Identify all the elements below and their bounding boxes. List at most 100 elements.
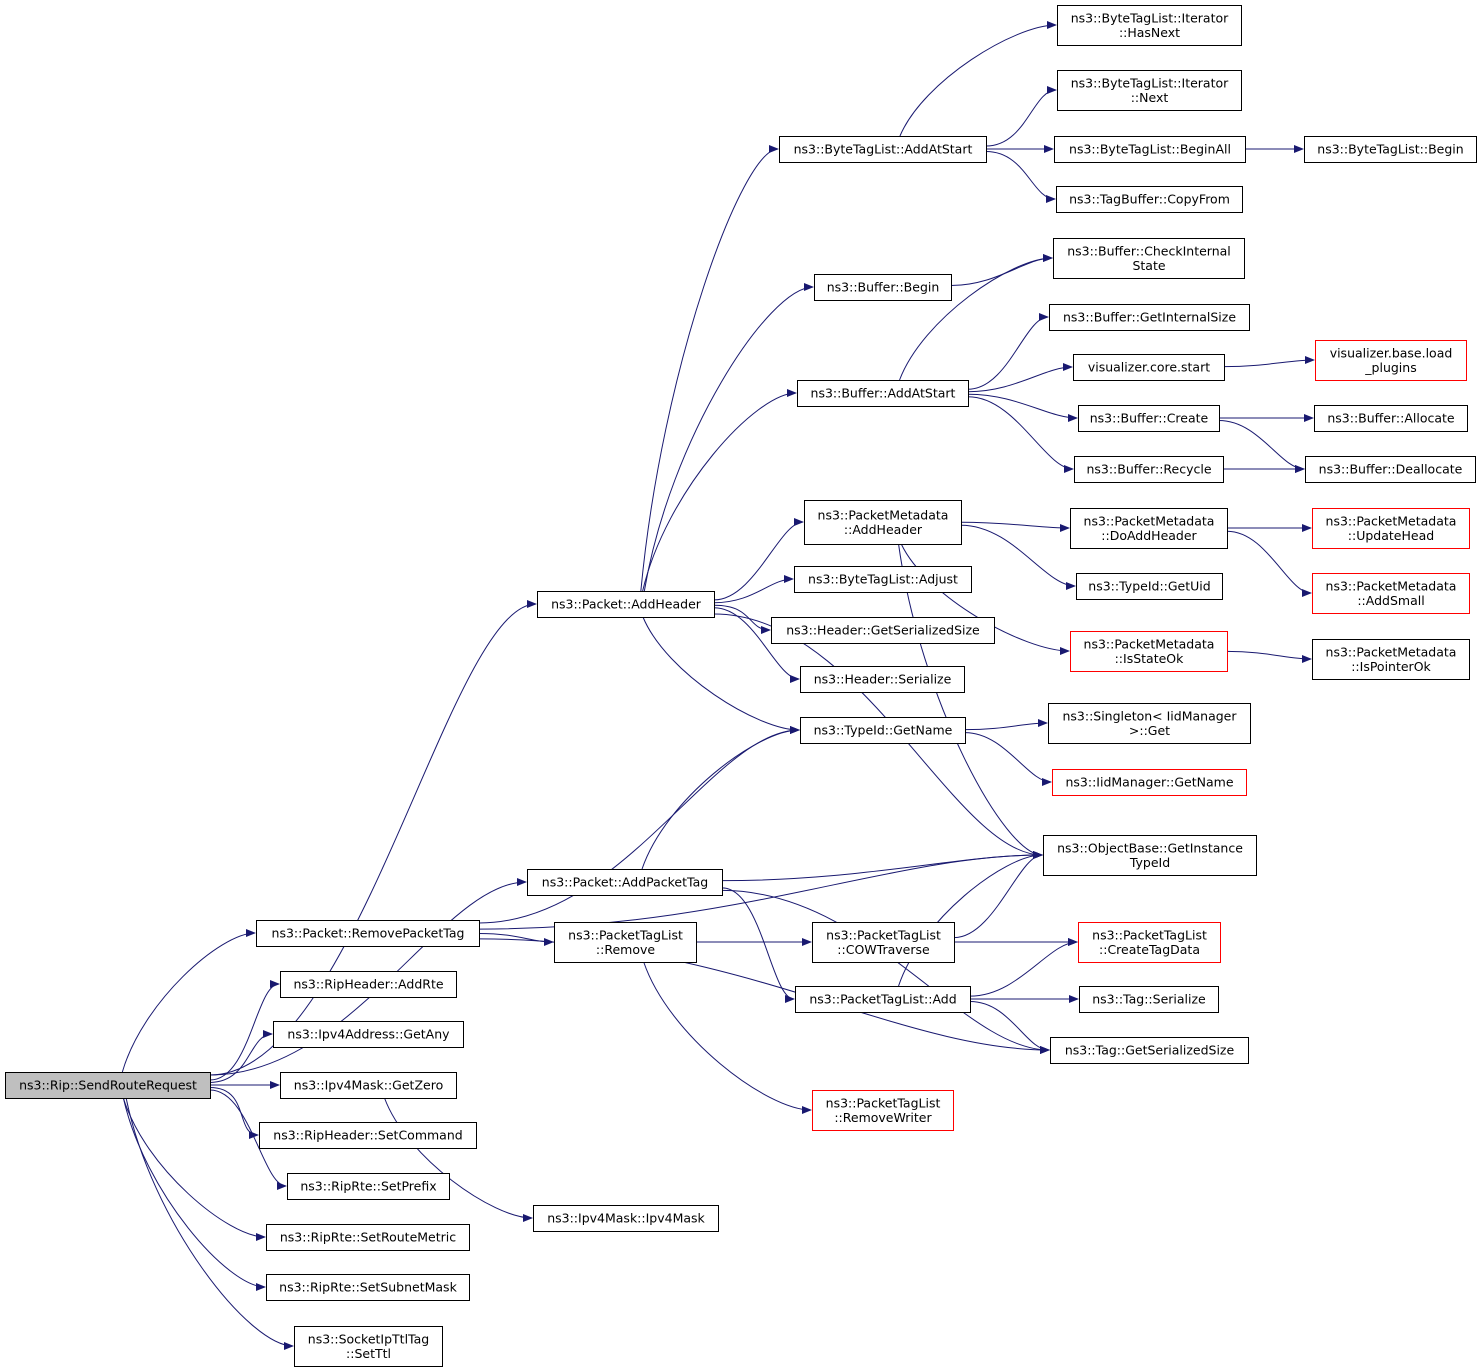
edge [121,929,256,1073]
edge [478,726,800,924]
node-bytetaglist-begin[interactable]: ns3::ByteTagList::Begin [1304,136,1477,163]
node-header-getserializedsize[interactable]: ns3::Header::GetSerializedSize [771,617,995,644]
node-packetmetadata-addsmall[interactable]: ns3::PacketMetadata::AddSmall [1312,573,1470,614]
node-label: ns3::PacketMetadata [1326,513,1457,528]
node-label: ns3::PacketTagList [568,927,683,942]
node-visualizer-core-start[interactable]: visualizer.core.start [1073,354,1225,381]
node-ipv4address-getany[interactable]: ns3::Ipv4Address::GetAny [273,1021,464,1048]
node-label: ns3::Buffer::Recycle [1086,462,1211,477]
node-packetmetadata-ispointerok[interactable]: ns3::PacketMetadata::IsPointerOk [1312,639,1470,680]
node-ripheader-setcommand[interactable]: ns3::RipHeader::SetCommand [259,1122,477,1149]
node-box [1043,835,1257,876]
node-label: ns3::Packet::AddPacketTag [542,875,708,890]
node-label: ::HasNext [1119,25,1180,40]
node-box [1312,573,1470,614]
node-ipv4mask-ipv4mask[interactable]: ns3::Ipv4Mask::Ipv4Mask [533,1205,719,1232]
edge-packet-addheader-to-buffer-addatstart [642,389,797,592]
edge [1226,650,1312,663]
edge [713,518,804,601]
node-buffer-deallocate[interactable]: ns3::Buffer::Deallocate [1305,456,1476,483]
node-riprte-setprefix[interactable]: ns3::RipRte::SetPrefix [287,1173,450,1200]
call-edges [121,21,1315,1350]
node-buffer-addatstart[interactable]: ns3::Buffer::AddAtStart [797,380,969,407]
edge [950,254,1053,287]
edge [384,1097,533,1222]
node-buffer-begin[interactable]: ns3::Buffer::Begin [814,274,952,301]
node-buffer-recycle[interactable]: ns3::Buffer::Recycle [1074,456,1224,483]
edge-packetmetadata-addheader-to-packetmetadata-doaddheader [960,521,1070,532]
edge-packet-addheader-to-buffer-begin [643,283,814,592]
node-typeid-getname[interactable]: ns3::TypeId::GetName [800,717,966,744]
node-packetmetadata-doaddheader[interactable]: ns3::PacketMetadata::DoAddHeader [1070,508,1228,549]
edge [969,1001,1050,1054]
node-tag-getserializedsize[interactable]: ns3::Tag::GetSerializedSize [1050,1037,1249,1064]
node-box [1053,238,1245,279]
node-packetmetadata-updatehead[interactable]: ns3::PacketMetadata::UpdateHead [1312,508,1470,549]
node-tagbuffer-copyfrom[interactable]: ns3::TagBuffer::CopyFrom [1056,186,1243,213]
node-singleton-get[interactable]: ns3::Singleton< IidManager>::Get [1048,703,1251,744]
node-iterator-next[interactable]: ns3::ByteTagList::Iterator::Next [1057,70,1242,111]
node-tag-serialize[interactable]: ns3::Tag::Serialize [1079,986,1219,1013]
node-iidmanager-getname[interactable]: ns3::IidManager::GetName [1052,769,1247,796]
edge-buffer-addatstart-to-buffer-checkinternalstate [899,254,1053,381]
node-packetmetadata-addheader[interactable]: ns3::PacketMetadata::AddHeader [804,500,962,545]
edge [964,719,1048,731]
node-ripheader-addrte[interactable]: ns3::RipHeader::AddRte [280,971,457,998]
node-label: ns3::Singleton< IidManager [1062,708,1237,723]
node-packet-addpackettag[interactable]: ns3::Packet::AddPacketTag [527,869,723,896]
edge [960,524,1076,590]
node-visualizer-base-load-plugins[interactable]: visualizer.base.load_plugins [1315,340,1467,381]
edge-root-to-packet-removepackettag [121,929,256,1073]
node-packettaglist-cowtraverse[interactable]: ns3::PacketTagList::COWTraverse [812,922,955,963]
edge [1223,356,1315,368]
node-box [1312,639,1470,680]
node-packettaglist-createtagdata[interactable]: ns3::PacketTagList::CreateTagData [1078,922,1221,963]
edge [209,1087,259,1139]
node-packettaglist-removewriter[interactable]: ns3::PacketTagList::RemoveWriter [812,1090,954,1131]
node-bytetaglist-addatstart[interactable]: ns3::ByteTagList::AddAtStart [779,136,987,163]
node-bytetaglist-beginall[interactable]: ns3::ByteTagList::BeginAll [1054,136,1246,163]
node-box [1074,456,1224,483]
node-buffer-allocate[interactable]: ns3::Buffer::Allocate [1314,405,1468,432]
node-packet-removepackettag[interactable]: ns3::Packet::RemovePacketTag [256,920,480,947]
edge [985,151,1056,203]
node-ipv4mask-getzero[interactable]: ns3::Ipv4Mask::GetZero [280,1072,457,1099]
node-packettaglist-remove[interactable]: ns3::PacketTagList::Remove [554,922,697,963]
edge-buffer-addatstart-to-buffer-getinternalsize [967,313,1049,390]
node-packet-addheader[interactable]: ns3::Packet::AddHeader [537,591,715,618]
node-riprte-setroutemetric[interactable]: ns3::RipRte::SetRouteMetric [266,1224,470,1251]
node-label: ::CreateTagData [1099,942,1200,957]
node-label: ns3::Buffer::GetInternalSize [1063,310,1236,325]
node-packetmetadata-isstateok[interactable]: ns3::PacketMetadata::IsStateOk [1070,631,1228,672]
node-socketipttltag-setttl[interactable]: ns3::SocketIpTtlTag::SetTtl [294,1326,443,1367]
edge-bytetaglist-addatstart-to-iterator-next [985,86,1057,147]
node-box [1052,769,1247,796]
node-riprte-setsubnetmask[interactable]: ns3::RipRte::SetSubnetMask [266,1274,470,1301]
edge [899,21,1057,137]
node-box [1070,508,1228,549]
node-box [1057,5,1242,46]
node-label: ns3::SocketIpTtlTag [308,1331,429,1346]
node-bytetaglist-adjust[interactable]: ns3::ByteTagList::Adjust [794,566,972,593]
edge-root-to-riprte-setroutemetric [122,1097,266,1241]
node-box [797,380,969,407]
node-label: ns3::ByteTagList::Iterator [1071,10,1229,25]
node-buffer-create[interactable]: ns3::Buffer::Create [1078,405,1220,432]
node-buffer-getinternalsize[interactable]: ns3::Buffer::GetInternalSize [1049,304,1250,331]
edge [967,363,1073,393]
node-iterator-hasnext[interactable]: ns3::ByteTagList::Iterator::HasNext [1057,5,1242,46]
node-root[interactable]: ns3::Rip::SendRouteRequest [5,1072,211,1099]
node-box [280,1072,457,1099]
edge [967,313,1049,390]
edge-packet-addheader-to-bytetaglist-adjust [713,575,794,604]
node-typeid-getuid[interactable]: ns3::TypeId::GetUid [1076,573,1223,600]
edge [1226,530,1312,597]
node-label: State [1132,258,1165,273]
node-header-serialize[interactable]: ns3::Header::Serialize [800,666,965,693]
node-packettaglist-add[interactable]: ns3::PacketTagList::Add [795,986,971,1013]
node-box [5,1072,211,1099]
edge-buffer-addatstart-to-buffer-recycle [967,396,1074,473]
node-box [812,922,955,963]
